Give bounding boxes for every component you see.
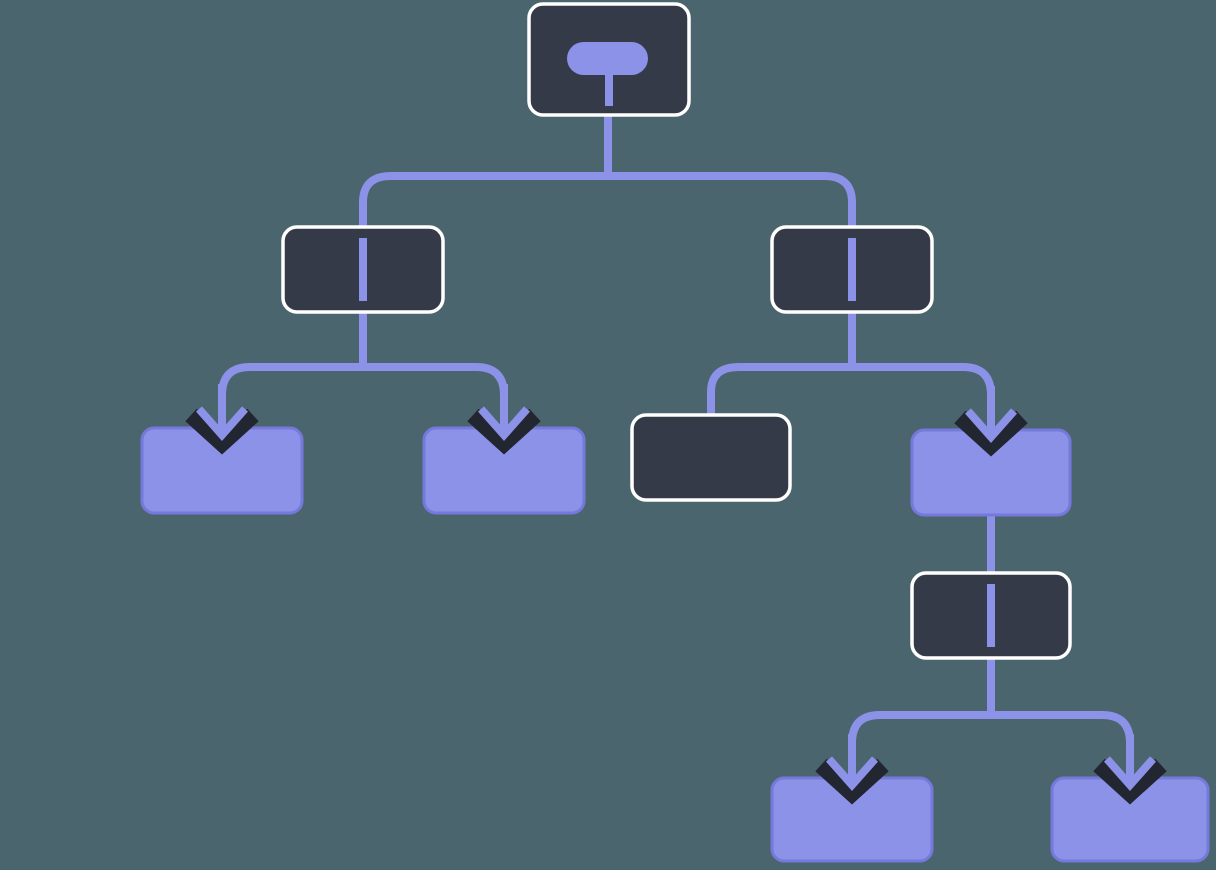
connector-rail-bottom [848, 711, 1134, 778]
chevron-down-icon [467, 408, 541, 455]
chevron-down-icon [185, 408, 259, 455]
root-pill-icon [567, 42, 648, 75]
node-right-dark-leaf[interactable] [630, 413, 792, 502]
connector-rail-left [218, 363, 508, 428]
chevron-down-icon [954, 410, 1028, 457]
connector-rail-top [359, 172, 856, 229]
arrowhead-down-icon [478, 384, 530, 442]
chevron-down-icon [1093, 758, 1167, 805]
arrowhead-down-icon [965, 386, 1017, 444]
arrowhead-down-icon [1104, 734, 1156, 792]
arrowhead-down-icon [826, 734, 878, 792]
connector-rail-right [707, 363, 995, 430]
chevron-down-icon [815, 758, 889, 805]
arrowhead-down-icon [196, 384, 248, 442]
